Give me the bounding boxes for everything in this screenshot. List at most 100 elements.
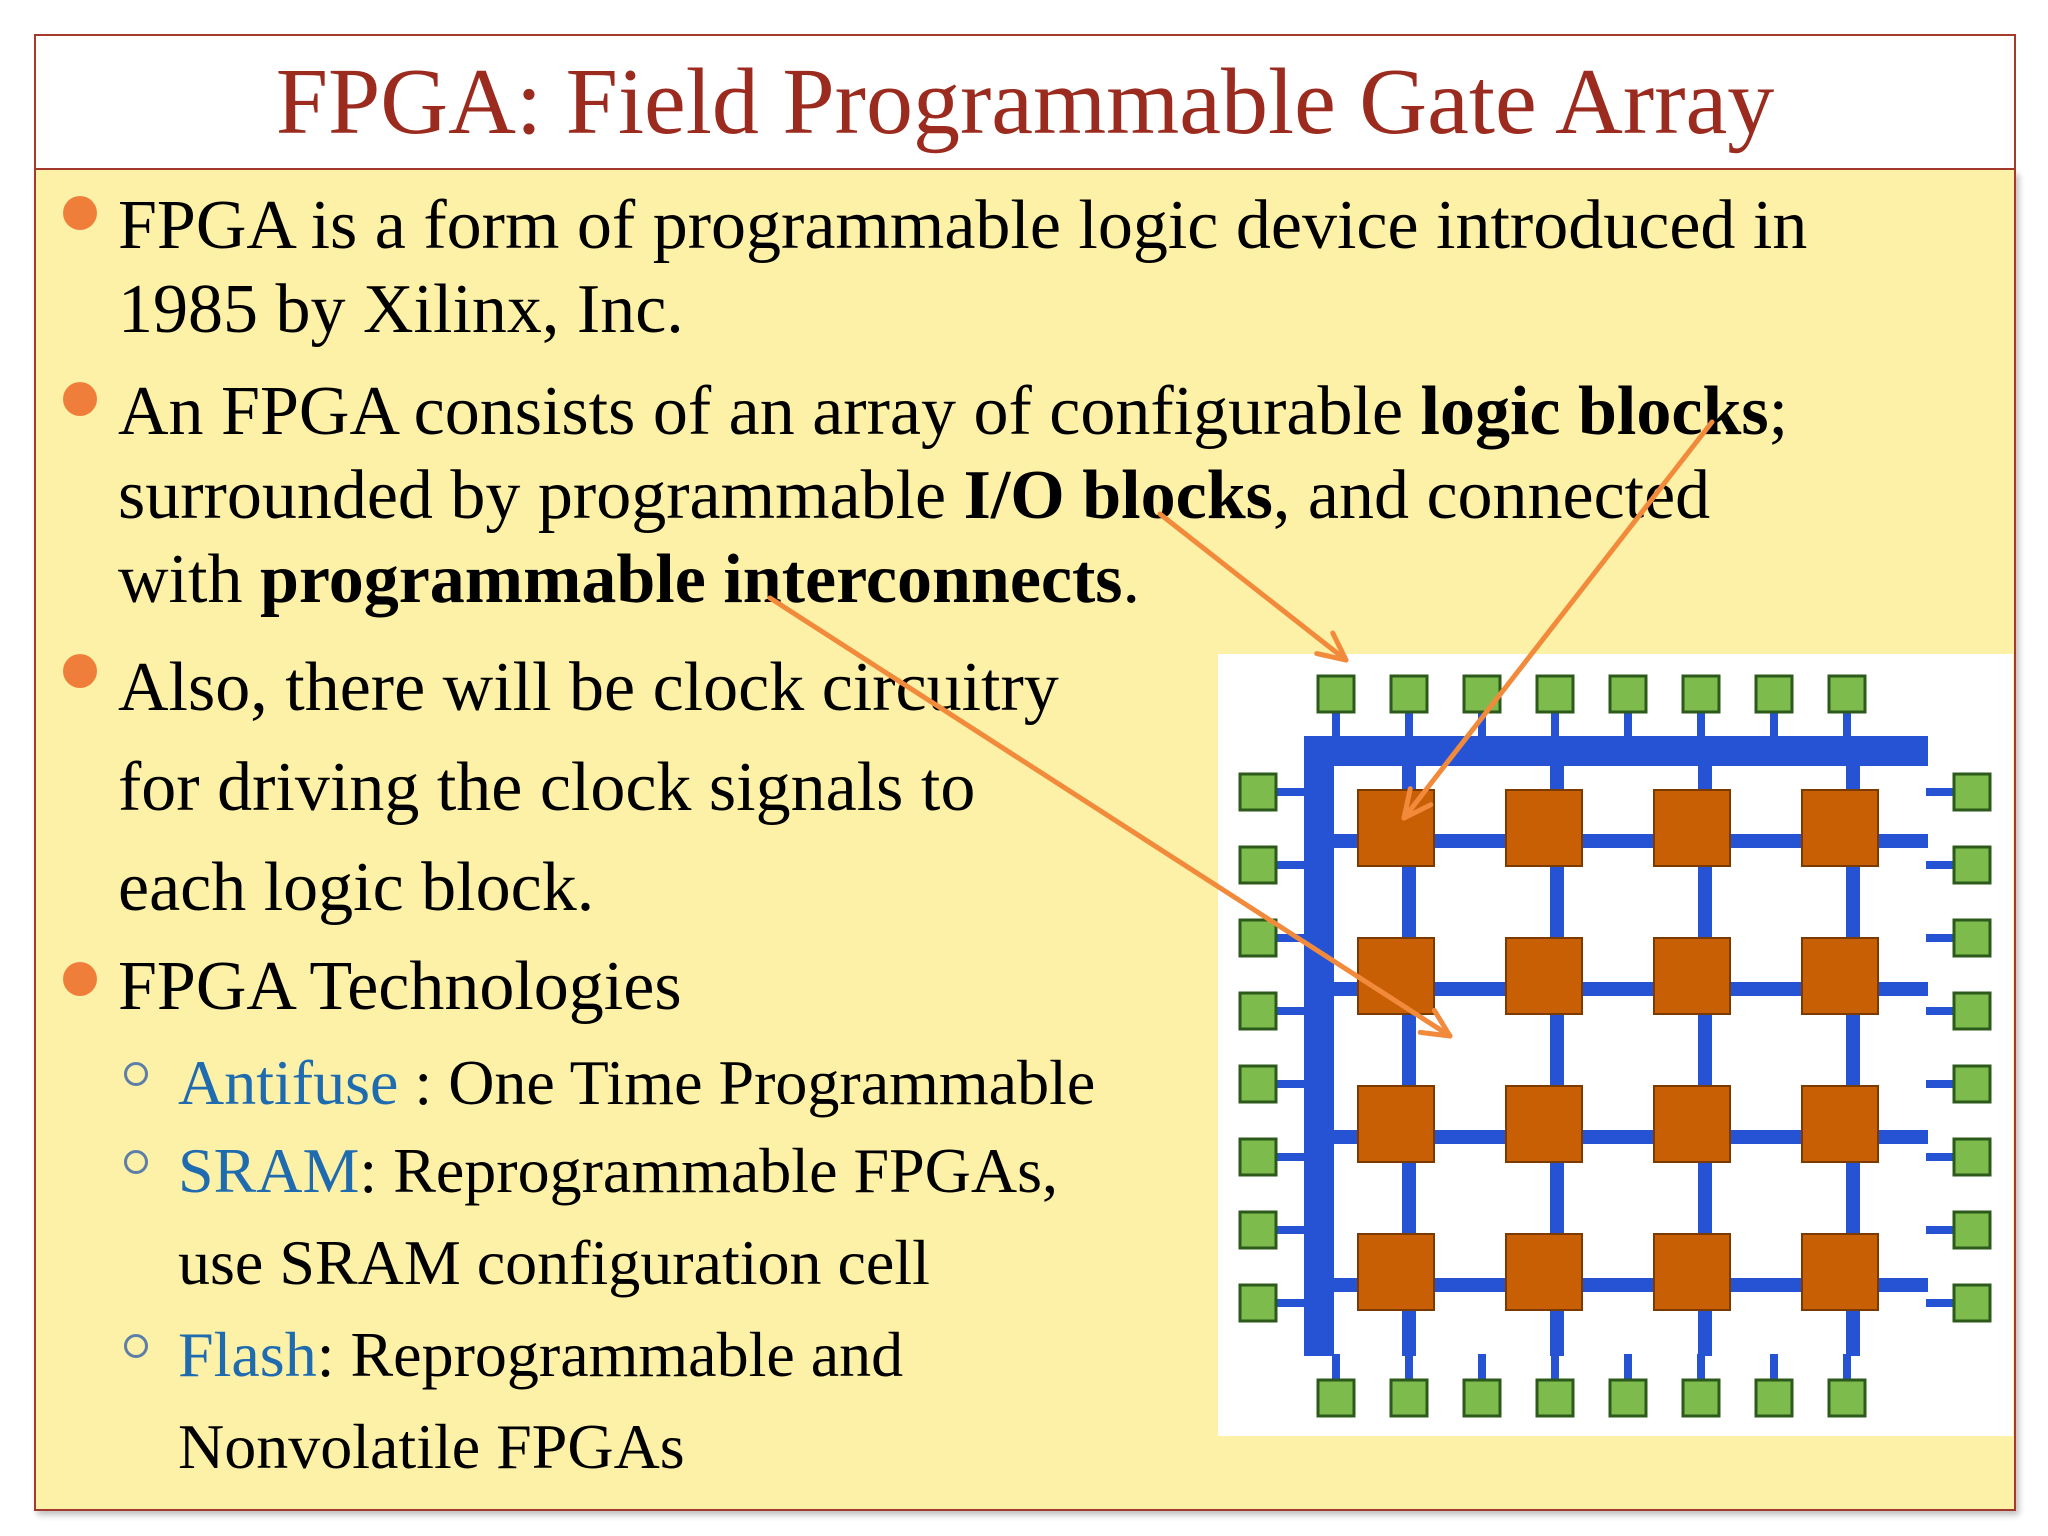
io-block xyxy=(1952,991,1992,1031)
tech-flash-desc: : Reprogrammable and xyxy=(316,1319,904,1390)
io-connector xyxy=(1926,934,1960,942)
io-block xyxy=(1238,1137,1278,1177)
bullet-2-line-3-end: . xyxy=(1122,541,1141,618)
io-connector xyxy=(1770,704,1778,738)
io-connector xyxy=(1272,1080,1306,1088)
io-connector xyxy=(1272,1153,1306,1161)
io-block xyxy=(1681,1378,1721,1418)
tech-flash-name: Flash xyxy=(178,1319,317,1390)
io-block xyxy=(1238,918,1278,958)
logic-block xyxy=(1801,789,1879,867)
io-connector xyxy=(1926,861,1960,869)
io-connector xyxy=(1272,1299,1306,1307)
logic-block xyxy=(1505,937,1583,1015)
logic-block xyxy=(1357,1085,1435,1163)
fpga-architecture-graphic xyxy=(1238,674,1992,1418)
bullet-1-line-2: 1985 by Xilinx, Inc. xyxy=(118,271,684,348)
logic-block xyxy=(1801,937,1879,1015)
slide-title: FPGA: Field Programmable Gate Array xyxy=(275,50,1775,154)
io-connector xyxy=(1551,1354,1559,1388)
tech-flash-line-2: Nonvolatile FPGAs xyxy=(178,1411,685,1482)
tech-antifuse: Antifuse : One Time Programmable xyxy=(178,1038,1095,1128)
io-block xyxy=(1535,1378,1575,1418)
sub-dot-flash xyxy=(124,1334,148,1358)
interconnects-term: programmable interconnects xyxy=(259,541,1123,618)
io-block xyxy=(1952,1064,1992,1104)
io-block xyxy=(1535,674,1575,714)
logic-block xyxy=(1653,937,1731,1015)
bullet-3-line-1: Also, there will be clock circuitry xyxy=(118,649,1059,726)
io-block xyxy=(1238,991,1278,1031)
io-block xyxy=(1462,674,1502,714)
io-connector xyxy=(1843,704,1851,738)
logic-block xyxy=(1505,789,1583,867)
io-block xyxy=(1952,1137,1992,1177)
tech-antifuse-desc: : One Time Programmable xyxy=(398,1047,1096,1118)
io-block xyxy=(1681,674,1721,714)
logic-block xyxy=(1357,1233,1435,1311)
tech-flash: Flash: Reprogrammable and xyxy=(178,1310,903,1400)
logic-block xyxy=(1505,1233,1583,1311)
bullet-dot-3 xyxy=(63,654,97,688)
io-connector xyxy=(1926,1007,1960,1015)
io-block xyxy=(1952,1283,1992,1323)
logic-block xyxy=(1653,789,1731,867)
bullet-2-line-1: An FPGA consists of an array of configur… xyxy=(118,370,1788,454)
bullet-2-line-3-text: with xyxy=(118,541,260,618)
io-block xyxy=(1389,674,1429,714)
io-block xyxy=(1952,772,1992,812)
logic-block xyxy=(1801,1085,1879,1163)
io-connector xyxy=(1926,1299,1960,1307)
bullet-dot-1 xyxy=(63,196,97,230)
bullet-1-line-1: FPGA is a form of programmable logic dev… xyxy=(118,187,1808,264)
fpga-diagram xyxy=(1218,654,2013,1436)
io-block xyxy=(1316,1378,1356,1418)
bullet-2-line-1-text: An FPGA consists of an array of configur… xyxy=(118,373,1421,450)
io-block xyxy=(1827,674,1867,714)
bullet-4-line-1: FPGA Technologies xyxy=(118,948,682,1025)
sub-dot-antifuse xyxy=(124,1062,148,1086)
io-block xyxy=(1754,1378,1794,1418)
logic-blocks-term: logic blocks xyxy=(1420,373,1769,450)
logic-block xyxy=(1801,1233,1879,1311)
io-connector xyxy=(1405,1354,1413,1388)
title-bar: FPGA: Field Programmable Gate Array xyxy=(34,34,2016,170)
io-block xyxy=(1238,845,1278,885)
tech-antifuse-name: Antifuse xyxy=(178,1047,399,1118)
tech-sram: SRAM: Reprogrammable FPGAs, xyxy=(178,1126,1058,1216)
io-block xyxy=(1238,1210,1278,1250)
logic-block xyxy=(1357,789,1435,867)
logic-block xyxy=(1653,1233,1731,1311)
bullet-3-line-2: for driving the clock signals to xyxy=(118,749,976,826)
sub-dot-sram xyxy=(124,1150,148,1174)
bullet-2-line-2: surrounded by programmable I/O blocks, a… xyxy=(118,454,1710,538)
io-connector xyxy=(1926,1153,1960,1161)
io-block xyxy=(1238,1283,1278,1323)
tech-sram-desc: : Reprogrammable FPGAs, xyxy=(359,1135,1058,1206)
bullet-2-line-2-text: surrounded by programmable xyxy=(118,457,964,534)
io-block xyxy=(1462,1378,1502,1418)
io-connector xyxy=(1926,1226,1960,1234)
bullet-3-line-3: each logic block. xyxy=(118,849,595,926)
io-block xyxy=(1952,918,1992,958)
io-block xyxy=(1238,772,1278,812)
io-connector xyxy=(1926,788,1960,796)
io-connector xyxy=(1624,1354,1632,1388)
io-block xyxy=(1754,674,1794,714)
io-block xyxy=(1952,1210,1992,1250)
io-block xyxy=(1608,1378,1648,1418)
tech-sram-line-2: use SRAM configuration cell xyxy=(178,1227,930,1298)
io-connector xyxy=(1843,1354,1851,1388)
bullet-dot-2 xyxy=(63,382,97,416)
io-block xyxy=(1389,1378,1429,1418)
io-block xyxy=(1827,1378,1867,1418)
bullet-2-line-3: with programmable interconnects. xyxy=(118,538,1140,622)
io-connector xyxy=(1332,1354,1340,1388)
io-block xyxy=(1316,674,1356,714)
io-block xyxy=(1608,674,1648,714)
logic-block xyxy=(1357,937,1435,1015)
bullet-dot-4 xyxy=(63,962,97,996)
io-block xyxy=(1952,845,1992,885)
io-block xyxy=(1238,1064,1278,1104)
bullet-2-line-2-end: , and connected xyxy=(1272,457,1711,534)
